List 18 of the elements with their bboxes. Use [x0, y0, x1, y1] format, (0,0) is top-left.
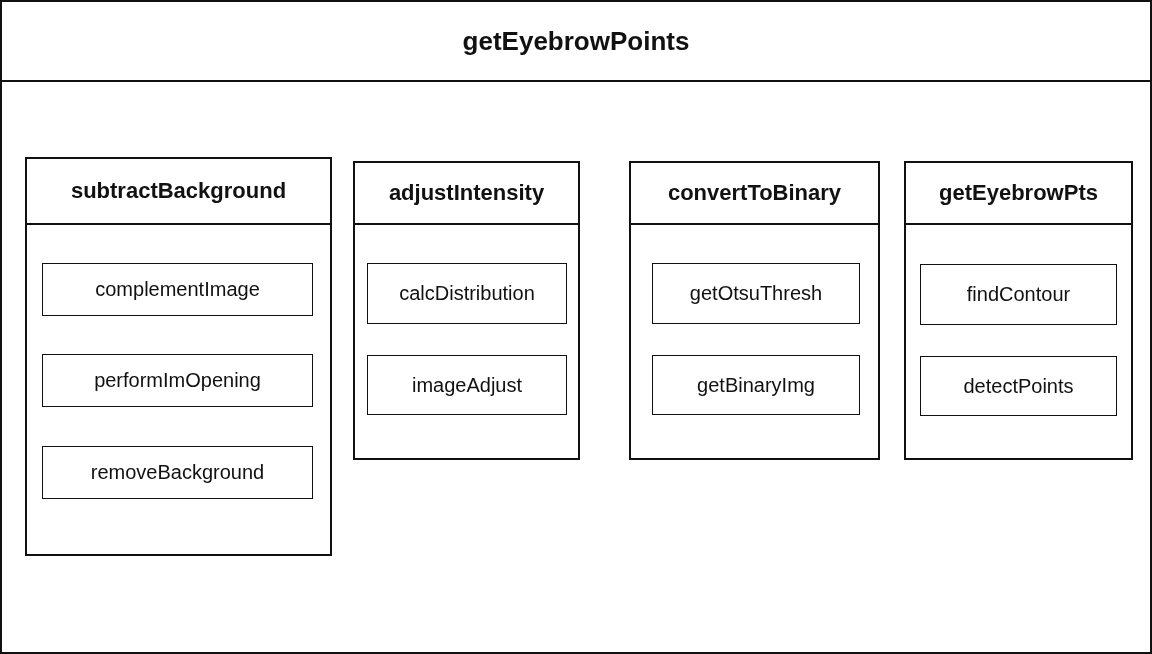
module-panel — [904, 161, 1133, 460]
module-title: getEyebrowPoints — [2, 2, 1150, 82]
function-box: imageAdjust — [367, 355, 567, 415]
function-box: getOtsuThresh — [652, 263, 860, 324]
module-panel — [629, 161, 880, 460]
module-panel — [353, 161, 580, 460]
function-box: getBinaryImg — [652, 355, 860, 415]
function-box: detectPoints — [920, 356, 1117, 416]
function-box: performImOpening — [42, 354, 313, 407]
function-box: removeBackground — [42, 446, 313, 499]
module-title: convertToBinary — [631, 163, 878, 225]
module-panel — [25, 157, 332, 556]
function-box: complementImage — [42, 263, 313, 316]
module-title: subtractBackground — [27, 159, 330, 225]
function-box: findContour — [920, 264, 1117, 325]
function-box: calcDistribution — [367, 263, 567, 324]
module-title: getEyebrowPts — [906, 163, 1131, 225]
module-title: adjustIntensity — [355, 163, 578, 225]
